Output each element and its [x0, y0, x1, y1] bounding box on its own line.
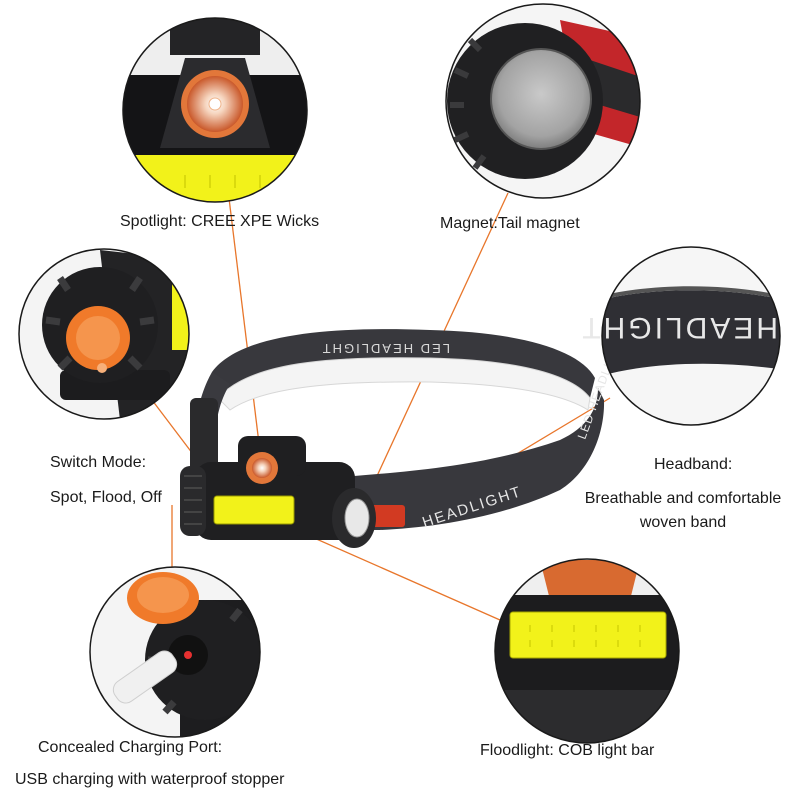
zoom-floodlight: [494, 558, 680, 744]
headlamp-product: LED HEADLIGHT HEADLIGHT LED HEADLIGHT: [180, 329, 625, 548]
label-switch-title: Switch Mode:: [50, 454, 147, 471]
headband-front: [330, 388, 605, 530]
label-floodlight: Floodlight: COB light bar: [480, 742, 655, 759]
lamp-cob-bar: [213, 495, 295, 525]
zoom-spotlight: [122, 17, 308, 203]
label-headband-desc-2: woven band: [639, 514, 727, 531]
usb-port-icon: [112, 572, 199, 704]
zoom-magnet: [445, 3, 641, 199]
headband-back: [212, 329, 595, 398]
zoom-headband: HEADLIGHT: [579, 246, 781, 426]
zoom-switch: [18, 248, 190, 420]
cob-bar-icon: [509, 611, 667, 659]
leader-spotlight: [227, 189, 263, 469]
switch-button-icon: [66, 306, 130, 373]
label-headband-title: Headband:: [654, 456, 733, 473]
zoom-charging: [89, 566, 261, 738]
band-text-zoom: HEADLIGHT: [579, 311, 778, 344]
spotlight-lens-icon: [181, 70, 249, 138]
label-spotlight: Spotlight: CREE XPE Wicks: [120, 213, 320, 230]
label-charging-desc: USB charging with waterproof stopper: [15, 771, 285, 788]
label-headband-desc-1: Breathable and comfortable: [584, 490, 782, 507]
label-magnet: Magnet:Tail magnet: [440, 215, 580, 232]
label-charging-title: Concealed Charging Port:: [38, 739, 223, 756]
magnet-disc-icon: [490, 48, 592, 150]
band-text-back: LED HEADLIGHT: [321, 341, 450, 356]
leader-lines: [151, 189, 611, 621]
label-switch-desc: Spot, Flood, Off: [50, 489, 162, 506]
